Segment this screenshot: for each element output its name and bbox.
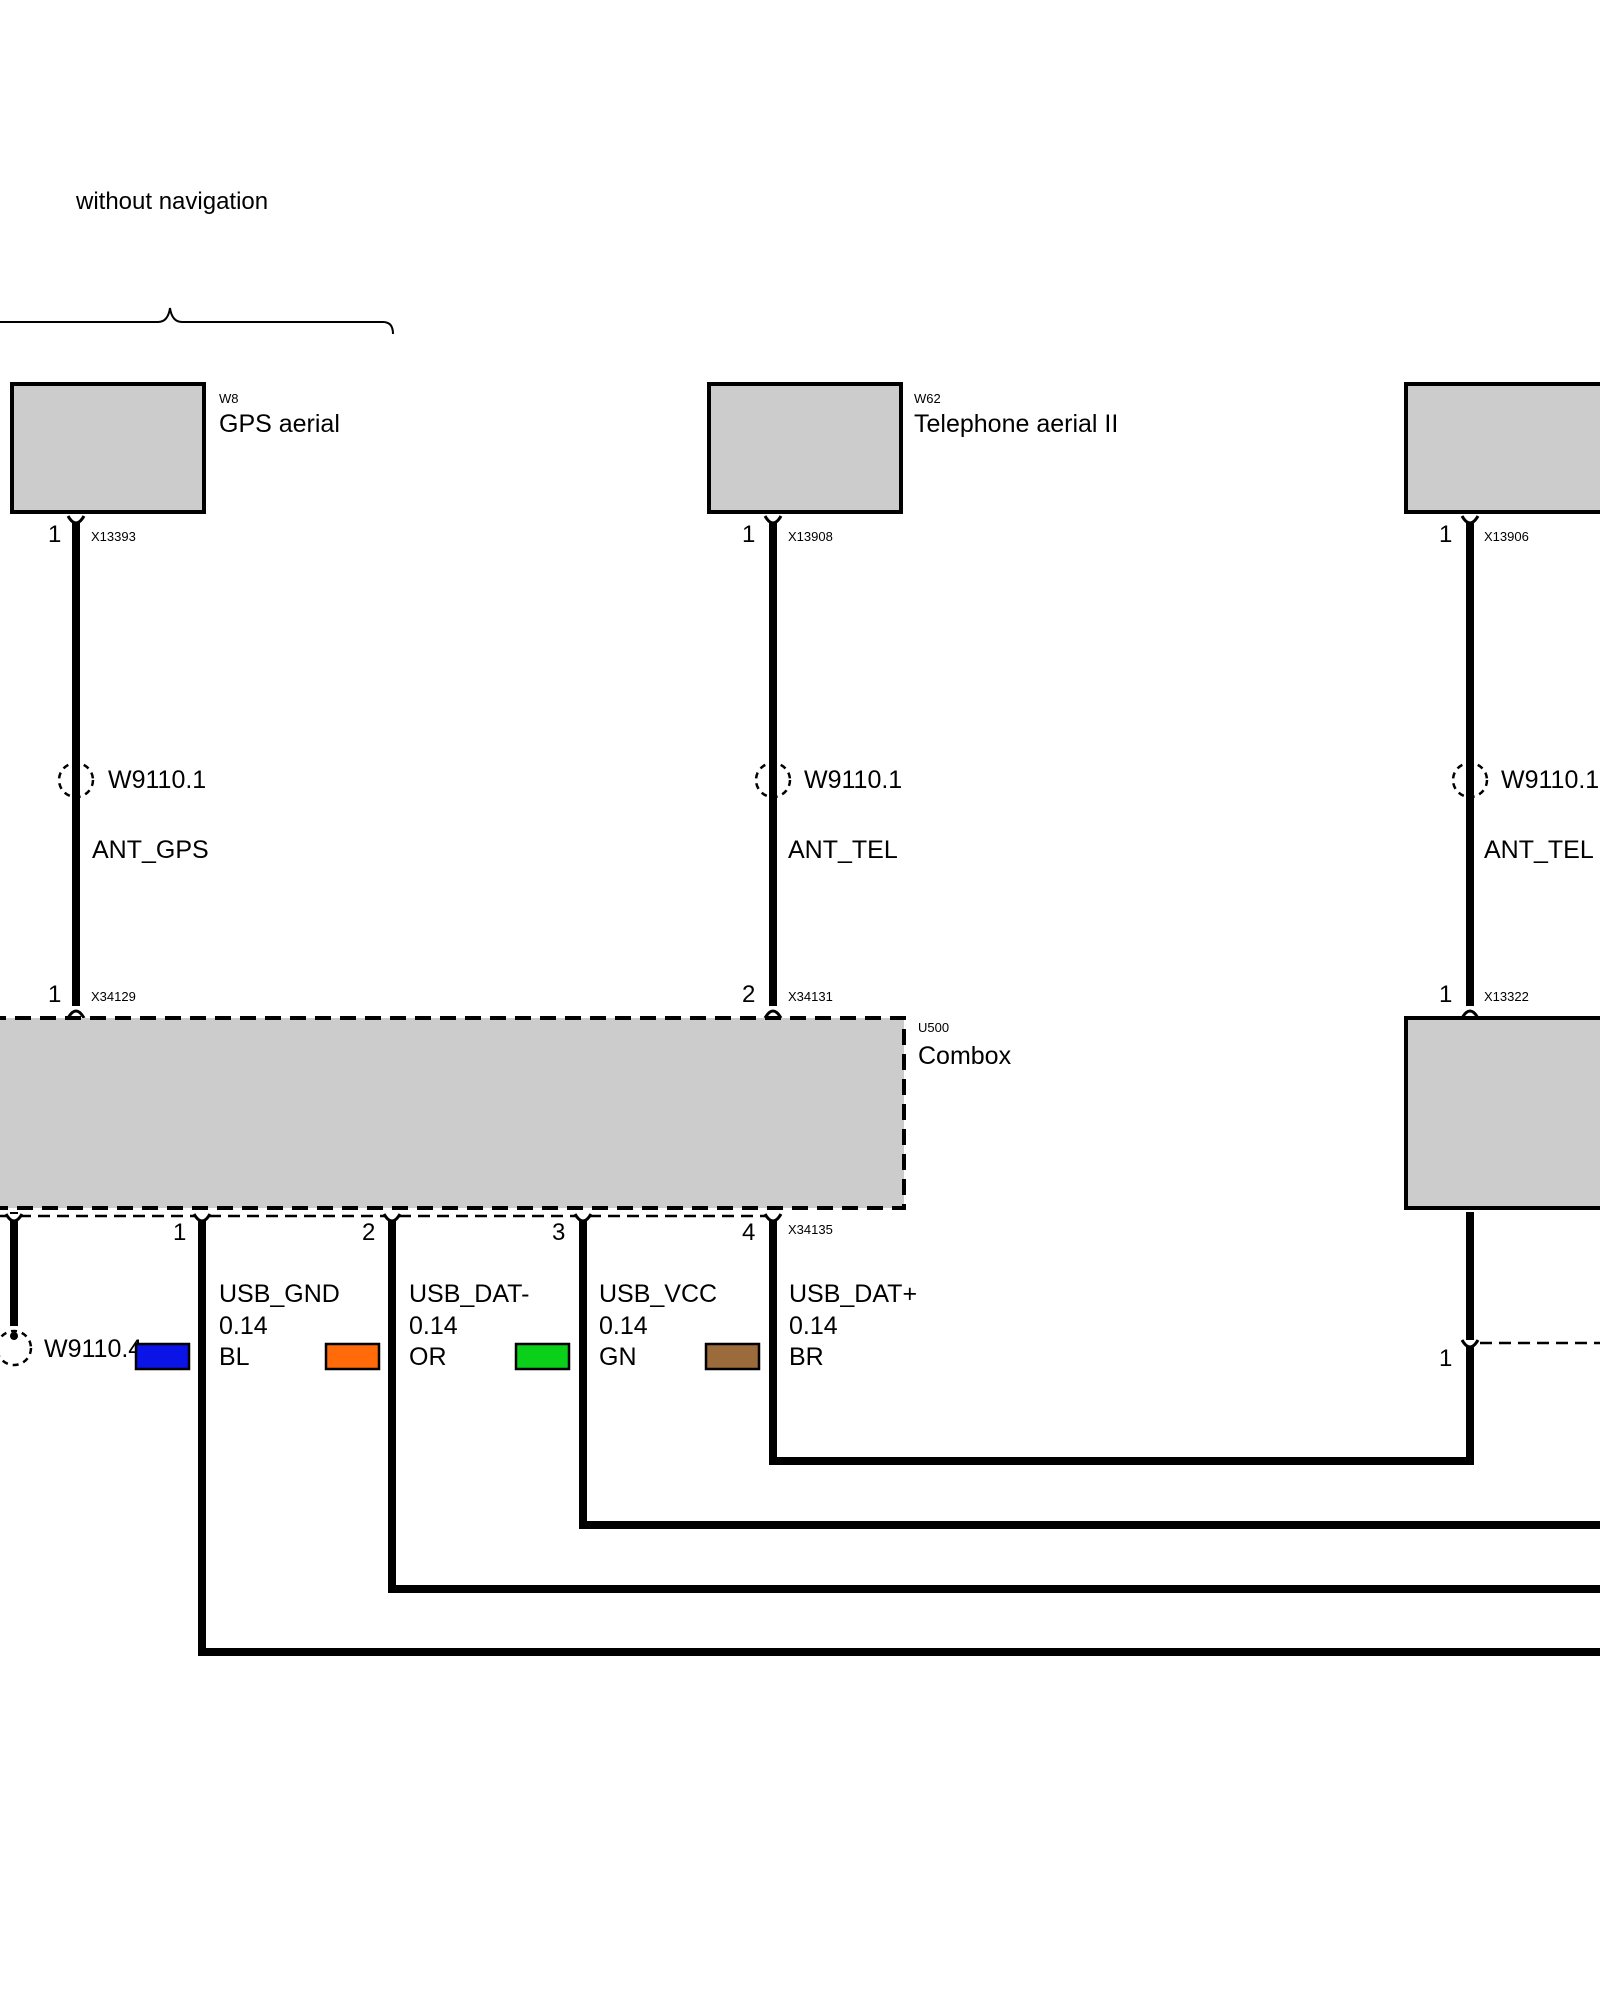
right-top-connector [1460,515,1480,525]
gps-signal: ANT_GPS [92,836,209,864]
right-shield-icon [1451,761,1489,799]
usb-gnd-wire[interactable] [198,1214,1600,1656]
telephone-aerial-name: Telephone aerial II [914,410,1118,438]
usb-dat-minus-wire[interactable] [388,1214,1600,1593]
tel-harness: W9110.1 [804,766,902,794]
usb-dat-plus-pin: 4 [742,1219,755,1246]
left-shield-icon [0,1329,33,1367]
usb-vcc-connector [573,1213,593,1223]
gps-top-connector [66,515,86,525]
combox-gps-pin: 1 [48,981,61,1008]
usb-dat-minus-size: 0.14 [409,1312,458,1340]
right-aerial-box[interactable] [1404,382,1600,514]
right-lower-connector [1460,1339,1480,1349]
combox-tel-pin: 2 [742,981,755,1008]
tel-top-pin: 1 [742,521,755,548]
left-splice-dot [10,1332,18,1340]
gps-aerial-name: GPS aerial [219,410,340,438]
right-module-pin: 1 [1439,981,1452,1008]
usb-gnd-pin: 1 [173,1219,186,1246]
usb-gnd-size: 0.14 [219,1312,268,1340]
usb-dat-minus-signal: USB_DAT- [409,1280,529,1308]
right-lower-pin: 1 [1439,1345,1452,1372]
telephone-aerial-box[interactable] [707,382,903,514]
gps-top-pin: 1 [48,521,61,548]
gps-top-connector-id: X13393 [91,529,136,544]
right-top-pin: 1 [1439,521,1452,548]
usb-gnd-connector [192,1213,212,1223]
gps-aerial-id: W8 [219,391,239,406]
left-usb-connector [4,1213,24,1223]
gps-aerial-box[interactable] [10,382,206,514]
usb-gnd-color-swatch [134,1342,191,1371]
usb-dat-plus-connector [763,1213,783,1223]
tel-signal: ANT_TEL [788,836,898,864]
usb-dat-plus-wire[interactable] [769,1212,1474,1465]
usb-vcc-color-code: GN [599,1343,637,1371]
usb-vcc-wire[interactable] [579,1214,1600,1529]
usb-dat-minus-pin: 2 [362,1219,375,1246]
usb-dat-minus-color-code: OR [409,1343,447,1371]
usb-gnd-signal: USB_GND [219,1280,340,1308]
usb-dat-plus-signal: USB_DAT+ [789,1280,917,1308]
combox-usb-connector-id: X34135 [788,1222,833,1237]
usb-vcc-signal: USB_VCC [599,1280,717,1308]
right-top-connector-id: X13906 [1484,529,1529,544]
tel-top-connector-id: X13908 [788,529,833,544]
left-usb-harness: W9110.4 [44,1335,142,1363]
usb-dat-plus-color-swatch [704,1342,761,1371]
usb-dat-minus-connector [382,1213,402,1223]
gps-harness: W9110.1 [108,766,206,794]
telephone-aerial-id: W62 [914,391,941,406]
combox-id: U500 [918,1020,949,1035]
usb-gnd-color-code: BL [219,1343,250,1371]
usb-dat-minus-color-swatch [324,1342,381,1371]
right-module-connector-id: X13322 [1484,989,1529,1004]
gps-shield-icon [57,761,95,799]
tel-top-connector [763,515,783,525]
right-module-box[interactable] [1404,1016,1600,1210]
tel-shield-icon [754,761,792,799]
usb-vcc-size: 0.14 [599,1312,648,1340]
usb-dat-plus-color-code: BR [789,1343,824,1371]
usb-dat-plus-size: 0.14 [789,1312,838,1340]
brace [0,307,394,335]
right-signal: ANT_TEL [1484,836,1594,864]
combox-box[interactable] [0,1016,906,1210]
usb-vcc-pin: 3 [552,1219,565,1246]
right-harness: W9110.1 [1501,766,1599,794]
note-label: without navigation [75,188,268,215]
combox-name: Combox [918,1042,1012,1070]
combox-gps-connector-id: X34129 [91,989,136,1004]
usb-vcc-color-swatch [514,1342,571,1371]
combox-tel-connector-id: X34131 [788,989,833,1004]
